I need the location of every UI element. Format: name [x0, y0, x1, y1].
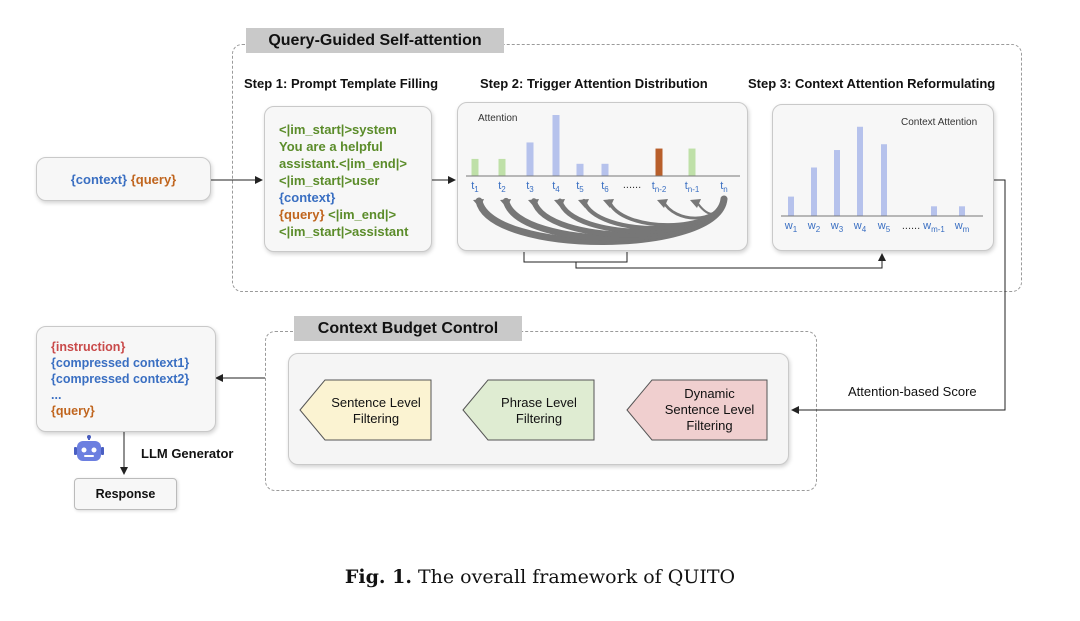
- attention-arc-head: [554, 199, 565, 208]
- prompt-line: {context}: [279, 189, 431, 206]
- robot-icon: [74, 435, 104, 461]
- attention-arc-head: [603, 199, 614, 208]
- context-token-label: w2: [807, 220, 821, 234]
- attention-arc: [694, 197, 726, 215]
- attention-arc-head: [500, 199, 511, 208]
- prompt-line-text: assistant.<|im_end|>: [279, 156, 407, 171]
- attention-distribution-card: Attention t1 t2 t3 t4 t5 t6...... tn-2 tn-1 tn: [457, 102, 748, 251]
- prompt-line-text: <|im_start|>system: [279, 122, 397, 137]
- output-ellipsis: ...: [51, 388, 62, 402]
- dynamic-filter-line1: Dynamic: [684, 386, 735, 401]
- context-attention-bar: [857, 126, 863, 216]
- context-attention-bar: [811, 167, 817, 216]
- step3-label: Step 3: Context Attention Reformulating: [748, 76, 996, 91]
- context-token-label: wm-1: [922, 220, 945, 234]
- output-instruction: {instruction}: [51, 340, 126, 354]
- budget-region: [265, 331, 817, 491]
- attention-arc-head: [657, 199, 668, 208]
- context-token-label: w5: [877, 220, 891, 234]
- attention-bar: [526, 142, 534, 176]
- context-attention-bar: [931, 206, 937, 216]
- attention-bar: [552, 115, 560, 176]
- output-compressed2: {compressed context2}: [51, 372, 190, 386]
- output-query: {query}: [51, 404, 95, 418]
- attention-bar: [601, 163, 609, 176]
- prompt-line: <|im_start|>user: [279, 172, 431, 189]
- context-token-label: w4: [853, 220, 867, 234]
- attention-bar: [576, 163, 584, 176]
- prompt-line: You are a helpful: [279, 138, 431, 155]
- prompt-line-text: {context}: [279, 190, 336, 205]
- attention-token-label: tn-1: [685, 180, 700, 194]
- phrase-filter-line1: Phrase Level: [501, 395, 577, 410]
- response-box: Response: [74, 478, 177, 510]
- prompt-line: <|im_start|>assistant: [279, 223, 431, 240]
- attention-token-label: tn-2: [652, 180, 667, 194]
- attention-bar: [471, 158, 479, 176]
- output-card: {instruction} {compressed context1} {com…: [36, 326, 216, 432]
- dynamic-filter-label: Dynamic Sentence Level Filtering: [652, 386, 767, 434]
- attention-token-label: t4: [552, 180, 560, 194]
- context-attention-label: Context Attention: [901, 117, 977, 128]
- prompt-line: <|im_start|>system: [279, 121, 431, 138]
- dynamic-filter-line3: Filtering: [686, 418, 733, 433]
- prompt-line: assistant.<|im_end|>: [279, 155, 431, 172]
- llm-generator-label: LLM Generator: [141, 446, 234, 461]
- input-query: {query}: [130, 172, 177, 187]
- sentence-filter-line1: Sentence Level: [331, 395, 421, 410]
- prompt-line: {query} <|im_end|>: [279, 206, 431, 223]
- prompt-line-text: You are a helpful: [279, 139, 383, 154]
- context-attention-bar: [959, 206, 965, 216]
- phrase-filter-label: Phrase Level Filtering: [485, 395, 593, 427]
- sentence-filter-line2: Filtering: [352, 411, 400, 426]
- context-attention-chart: Context Attention w1 w2 w3 w4 w5......wm-1 wm: [781, 117, 983, 234]
- attention-token-label: t6: [601, 180, 609, 194]
- attention-chart: Attention t1 t2 t3 t4 t5 t6...... tn-2 tn-1 tn: [466, 113, 740, 245]
- attention-token-label: tn: [720, 180, 728, 194]
- attention-token-label: t5: [576, 180, 584, 194]
- context-attention-bar: [788, 196, 794, 216]
- context-ellipsis: ......: [902, 220, 920, 232]
- attention-arc-head: [473, 199, 484, 208]
- dynamic-filter-line2: Sentence Level: [664, 402, 755, 417]
- phrase-filter-line2: Filtering: [515, 411, 563, 426]
- attention-token-label: t3: [526, 180, 534, 194]
- attention-arc-head: [528, 199, 539, 208]
- budget-title: Context Budget Control: [294, 316, 522, 341]
- attention-score-label: Attention-based Score: [848, 384, 977, 399]
- context-attention-bar: [834, 150, 840, 216]
- prompt-line-suffix: <|im_end|>: [324, 207, 397, 222]
- prompt-line-text: {query}: [279, 207, 325, 222]
- sentence-filter-label: Sentence Level Filtering: [322, 395, 430, 427]
- query-guided-title: Query-Guided Self-attention: [246, 28, 504, 53]
- output-compressed1: {compressed context1}: [51, 356, 190, 370]
- figure-caption: Fig. 1. The overall framework of QUITO: [0, 566, 1080, 588]
- context-token-label: w1: [784, 220, 798, 234]
- context-attention-card: Context Attention w1 w2 w3 w4 w5......wm-1 wm: [772, 104, 994, 251]
- step1-label: Step 1: Prompt Template Filling: [244, 76, 439, 91]
- attention-ellipsis: ......: [623, 179, 641, 191]
- attention-label: Attention: [478, 113, 517, 124]
- step2-label: Step 2: Trigger Attention Distribution: [480, 76, 708, 91]
- context-token-label: wm: [954, 220, 970, 234]
- attention-arc-head: [578, 199, 589, 208]
- context-attention-bar: [881, 144, 887, 216]
- context-token-label: w3: [830, 220, 844, 234]
- attention-bar: [498, 158, 506, 176]
- attention-bar: [688, 148, 696, 176]
- attention-arc-head: [690, 199, 701, 208]
- prompt-line-text: <|im_start|>user: [279, 173, 380, 188]
- attention-token-label: t2: [498, 180, 506, 194]
- caption-figure-number: Fig. 1.: [344, 566, 412, 588]
- input-card: {context} {query}: [36, 157, 211, 201]
- input-context: {context}: [70, 172, 128, 187]
- query-guided-region: [232, 44, 1022, 292]
- caption-text: The overall framework of QUITO: [411, 566, 736, 588]
- attention-token-label: t1: [471, 180, 479, 194]
- attention-bar: [655, 148, 663, 176]
- prompt-line-text: <|im_start|>assistant: [279, 224, 409, 239]
